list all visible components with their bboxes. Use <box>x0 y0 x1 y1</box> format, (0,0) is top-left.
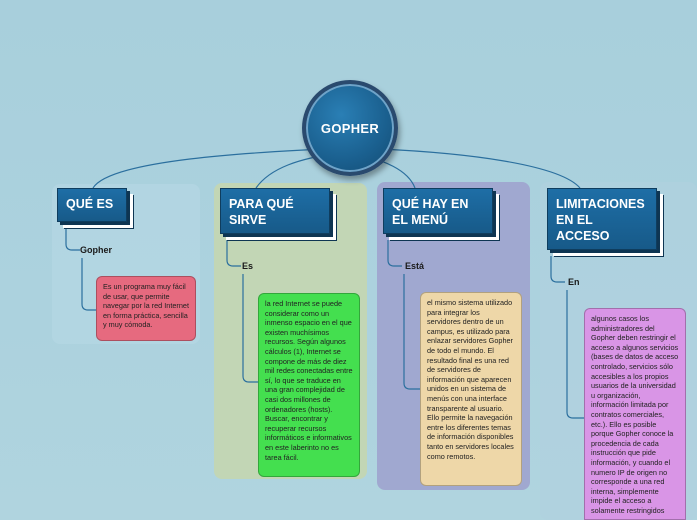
topic-title: QUÉ HAY EN EL MENÚ <box>392 197 469 227</box>
connector-para-que-sub <box>226 240 241 267</box>
connector-limitaciones-sub <box>550 256 565 283</box>
topic-title: QUÉ ES <box>66 197 114 211</box>
connector-que-es-note <box>81 258 96 311</box>
subtopic-en[interactable]: En <box>568 277 580 287</box>
topic-title: PARA QUÉ SIRVE <box>229 197 294 227</box>
central-topic-title: GOPHER <box>320 120 380 136</box>
note-limitaciones-en-el-acceso[interactable]: algunos casos los administradores del Go… <box>584 308 686 520</box>
topic-que-hay-en-el-menu[interactable]: QUÉ HAY EN EL MENÚ <box>383 188 493 234</box>
topic-title: LIMITACIONES EN EL ACCESO <box>556 197 645 243</box>
connector-para-que-note <box>242 274 258 383</box>
subtopic-esta[interactable]: Está <box>405 261 425 271</box>
topic-para-que-sirve[interactable]: PARA QUÉ SIRVE <box>220 188 330 234</box>
connector-menu-note <box>403 274 420 390</box>
connector-que-es-sub <box>65 228 80 251</box>
note-para-que-sirve[interactable]: la red Internet se puede considerar como… <box>258 293 360 477</box>
note-que-es[interactable]: Es un programa muy fácil de usar, que pe… <box>96 276 196 341</box>
subtopic-es[interactable]: Es <box>242 261 254 271</box>
topic-que-es[interactable]: QUÉ ES <box>57 188 127 222</box>
connector-central-limitaciones <box>355 147 581 189</box>
connector-limitaciones-note <box>566 290 584 419</box>
note-que-hay-en-el-menu[interactable]: el mismo sistema utilizado para integrar… <box>420 292 522 486</box>
topic-limitaciones-en-el-acceso[interactable]: LIMITACIONES EN EL ACCESO <box>547 188 657 250</box>
connector-central-que-es <box>92 147 347 189</box>
central-topic[interactable]: GOPHER <box>302 80 398 176</box>
connector-menu-sub <box>387 240 402 267</box>
subtopic-gopher[interactable]: Gopher <box>80 245 113 255</box>
